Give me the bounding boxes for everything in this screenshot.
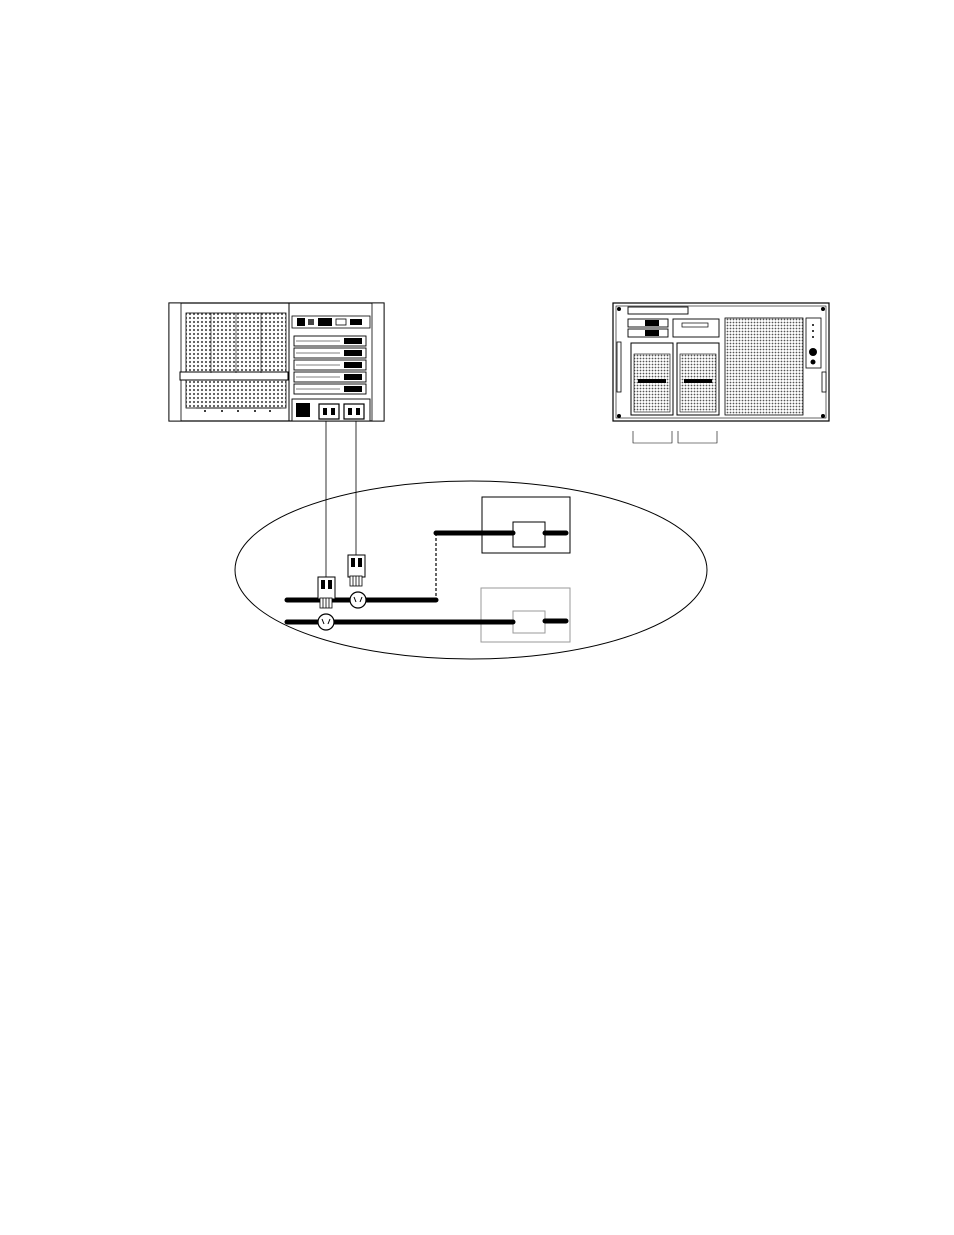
rear-right-rail bbox=[372, 303, 384, 421]
front-right-handle bbox=[822, 372, 826, 392]
alternate-breaker bbox=[513, 611, 545, 633]
front-media-bay bbox=[628, 307, 688, 314]
rear-vent-grille bbox=[180, 313, 288, 412]
power-button-icon bbox=[809, 348, 817, 356]
power-inlet-b bbox=[344, 404, 364, 419]
rear-power-inlets bbox=[292, 399, 370, 421]
rear-io-strip bbox=[292, 316, 370, 328]
front-chassis bbox=[613, 303, 829, 443]
plug-a bbox=[318, 577, 335, 608]
front-control-panel bbox=[806, 318, 821, 368]
front-left-handle bbox=[617, 342, 621, 392]
receptacle-a bbox=[318, 614, 334, 630]
circuit-breaker bbox=[513, 522, 545, 547]
optical-drive bbox=[673, 319, 719, 337]
rear-left-rail bbox=[169, 303, 181, 421]
power-distribution-boundary bbox=[235, 481, 707, 659]
rear-io-module-slots bbox=[294, 336, 366, 394]
psu-1-bracket bbox=[633, 431, 672, 443]
power-inlet-a bbox=[319, 404, 339, 419]
plug-b bbox=[348, 555, 365, 586]
receptacle-b bbox=[350, 592, 366, 608]
front-vent-grille bbox=[725, 318, 803, 415]
psu-2-bracket bbox=[678, 431, 717, 443]
power-distribution bbox=[235, 421, 707, 659]
rear-chassis bbox=[169, 303, 384, 421]
